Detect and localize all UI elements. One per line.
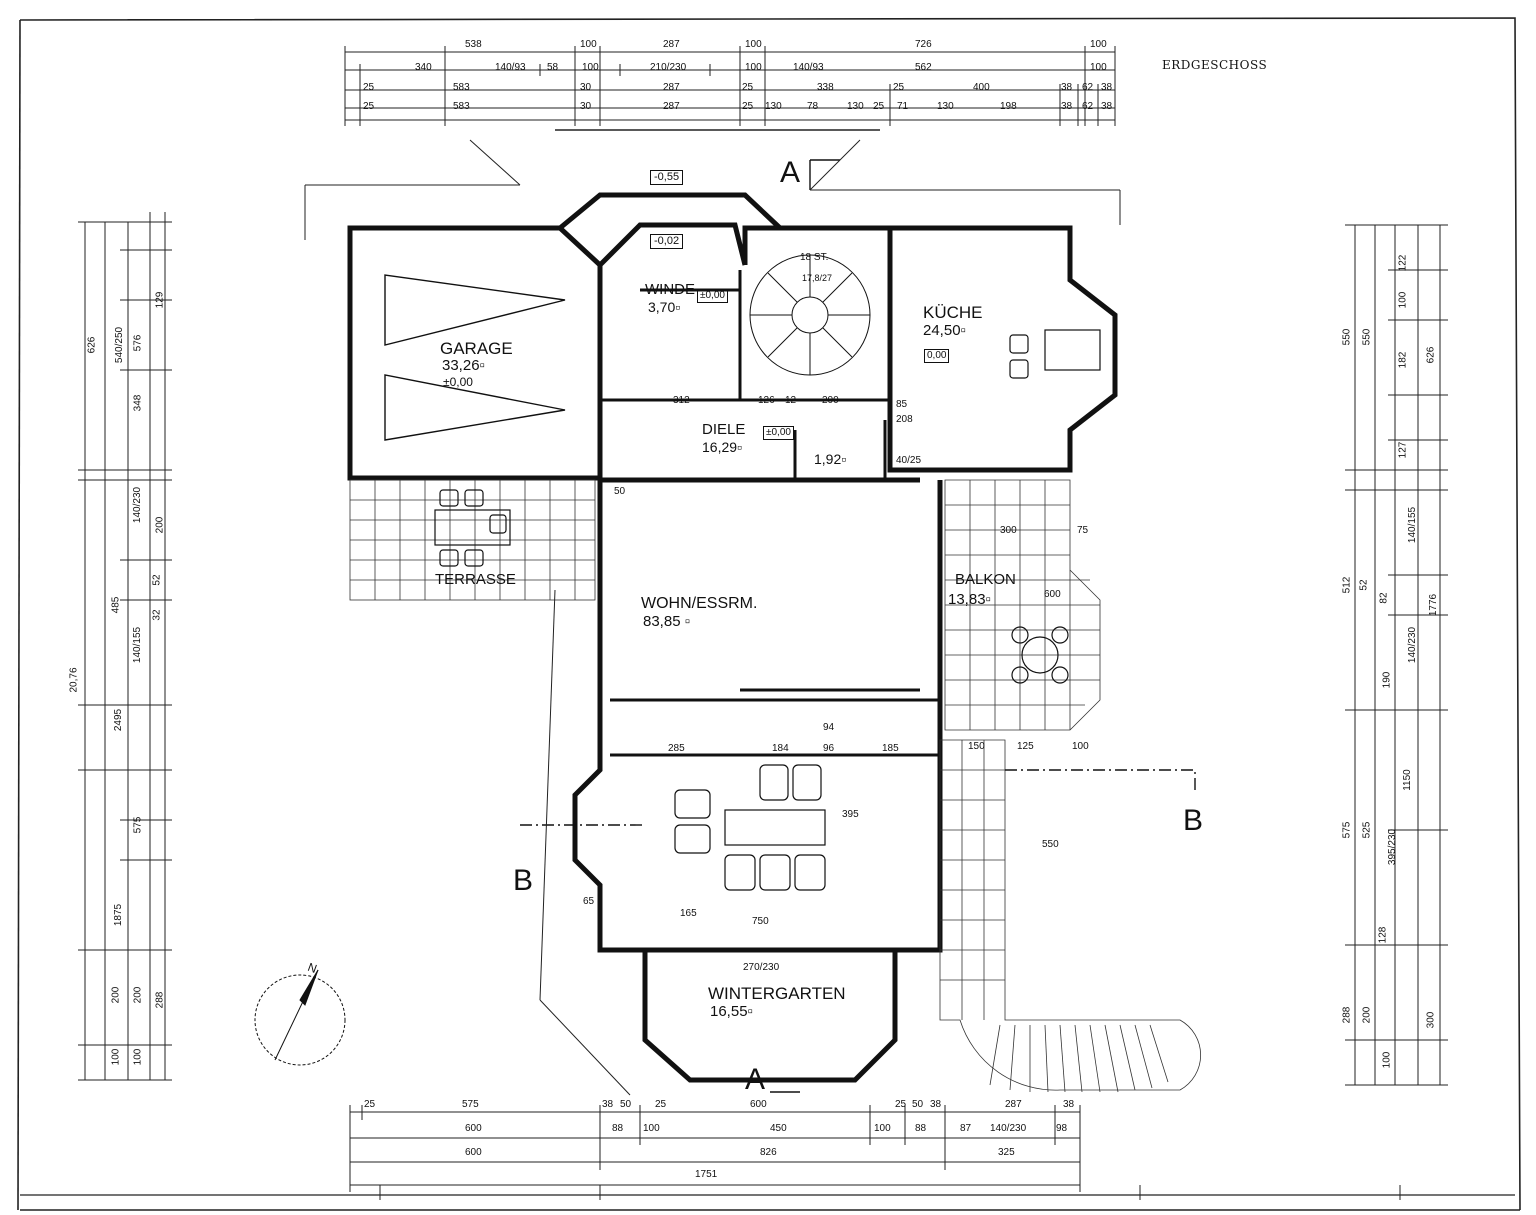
- room-wc-area: 1,92▫: [814, 451, 847, 467]
- level-entry-lower: -0,02: [650, 234, 684, 249]
- room-winde-name: WINDE: [645, 281, 695, 298]
- sheet-title: ERDGESCHOSS: [1162, 58, 1268, 72]
- room-terrasse-name: TERRASSE: [435, 571, 516, 588]
- furniture: [434, 329, 1101, 891]
- inner-walls: [600, 270, 940, 757]
- bottom-dimension-lines: [350, 1111, 1080, 1186]
- top-dimension-row-4: 25 583 30 287 25 130 78 130 25 71 130 19…: [363, 101, 1113, 112]
- room-balkon-name: BALKON: [955, 571, 1016, 588]
- room-wintergarten-name: WINTERGARTEN: [708, 984, 846, 1003]
- top-dimension-row-2: 340 140/93 58 100 210/230 100 140/93 562…: [415, 62, 1107, 73]
- level-winde: ±0,00: [697, 289, 728, 303]
- stair-rise-label: 17,8/27: [802, 273, 833, 283]
- stair-steps-label: 18 ST.: [800, 252, 829, 263]
- interior-spiral-stair: [749, 254, 871, 376]
- top-dimension-ticks: [344, 46, 1116, 126]
- left-dimension-lines: [84, 212, 166, 1080]
- exterior-stair-steps: [989, 1024, 1169, 1093]
- left-dimension-ticks: [78, 221, 172, 1081]
- balcony-tiles: [944, 479, 1101, 731]
- top-dimension-lines: [345, 51, 1115, 121]
- room-kueche-area: 24,50▫: [923, 322, 966, 339]
- north-arrow: [254, 969, 346, 1066]
- room-kueche-name: KÜCHE: [923, 303, 983, 322]
- room-diele-area: 16,29▫: [702, 439, 742, 455]
- section-marker-b-left: B: [513, 864, 534, 897]
- bottom-dimension-row-2: 600 88 100 450 100 88 87 140/230 98: [465, 1123, 1068, 1134]
- bottom-dimension-row-4: 1751: [695, 1169, 718, 1180]
- right-dimension-lines: [1354, 225, 1441, 1085]
- section-marker-a-top: A: [780, 156, 801, 189]
- room-balkon-area: 13,83▫: [948, 591, 991, 608]
- level-kueche: 0,00: [924, 349, 950, 363]
- room-wintergarten-area: 16,55▫: [710, 1003, 753, 1020]
- section-marker-b-right: B: [1183, 804, 1204, 837]
- bottom-dimension-row-1: 25 575 38 50 25 600 25 50 38 287 38: [364, 1099, 1075, 1110]
- room-garage-area: 33,26▫: [442, 357, 485, 374]
- level-entry-upper: -0,55: [650, 170, 684, 185]
- bottom-dimension-ticks: [349, 1105, 1401, 1200]
- right-dimension-ticks: [1345, 224, 1448, 1086]
- exterior-path-tiles: [939, 739, 1201, 1091]
- room-garage-name: GARAGE: [440, 339, 513, 358]
- room-diele-name: DIELE: [702, 421, 746, 438]
- top-dimension-row-1: 538 100 287 100 726 100: [465, 39, 1107, 50]
- room-garage-level: ±0,00: [443, 375, 473, 389]
- top-dimension-row-3: 25 583 30 287 25 338 25 400 38 62 38: [363, 82, 1113, 93]
- construction-lines: [304, 139, 1121, 1096]
- terrace-tiles: [349, 479, 596, 601]
- sheet-border: [17, 17, 1521, 1211]
- room-wohn-name: WOHN/ESSRM.: [641, 595, 758, 612]
- garage-car-symbols: [384, 274, 566, 441]
- section-lines: [520, 159, 1196, 1093]
- room-wohn-area: 83,85 ▫: [643, 613, 691, 630]
- room-winde-area: 3,70▫: [648, 299, 681, 315]
- level-diele: ±0,00: [763, 426, 794, 440]
- outer-walls: [347, 192, 1118, 1083]
- section-marker-a-bottom: A: [745, 1063, 766, 1096]
- bottom-dimension-row-3: 600 826 325: [465, 1147, 1015, 1158]
